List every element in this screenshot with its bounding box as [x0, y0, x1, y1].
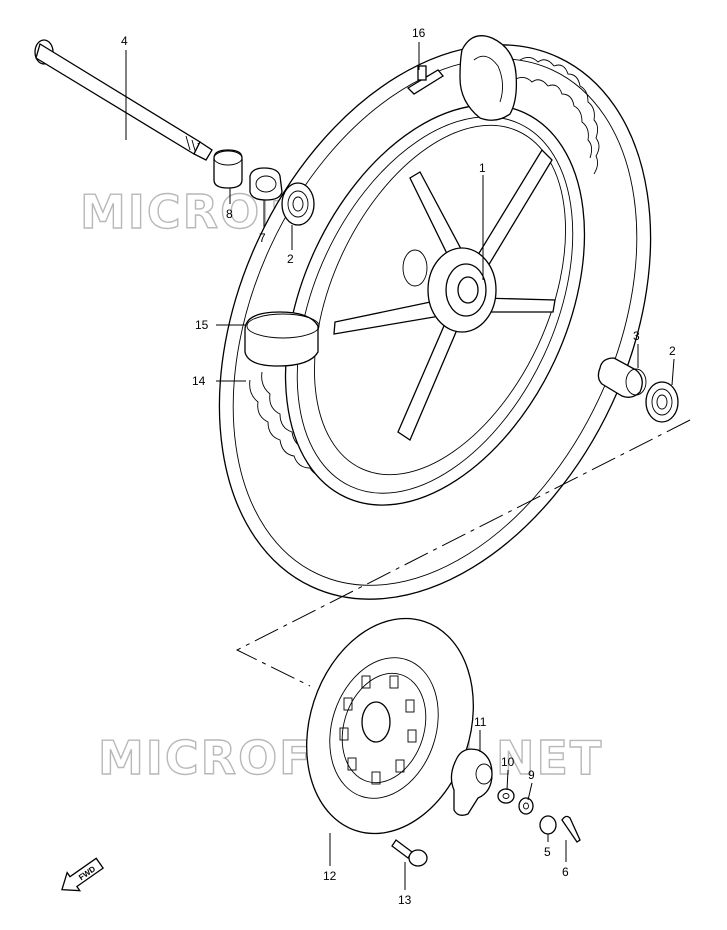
callout-8: 8: [226, 207, 233, 221]
leader-lines: [125, 42, 675, 890]
valve: [406, 65, 444, 95]
washer-10: [497, 788, 515, 804]
callout-7: 7: [259, 231, 266, 245]
spacer-right: [597, 357, 647, 398]
axle-nut: [539, 815, 557, 835]
rim-band-left: [244, 311, 320, 367]
fwd-arrow: FWD: [61, 857, 105, 892]
callout-14: 14: [192, 374, 206, 388]
callout-13: 13: [398, 893, 412, 907]
callout-16: 16: [412, 26, 426, 40]
brake-disc: [306, 617, 474, 835]
callout-15: 15: [195, 318, 209, 332]
callout-4: 4: [121, 34, 128, 48]
callout-6: 6: [562, 865, 569, 879]
bearing-right: [645, 381, 679, 423]
axle: [34, 39, 213, 161]
collar-left: [213, 149, 243, 189]
speedometer-gearbox: [450, 748, 493, 816]
cast-wheel: [284, 104, 586, 506]
callout-2-right: 2: [669, 344, 676, 358]
cotter-pin: [561, 815, 581, 843]
rim-band-right: [459, 35, 518, 121]
callout-3: 3: [633, 329, 640, 343]
assembly-line: [235, 419, 691, 687]
disc-holes: [339, 675, 417, 785]
bearing-left: [281, 182, 315, 226]
callout-1: 1: [479, 161, 486, 175]
callout-9: 9: [528, 768, 535, 782]
wheel-spokes: [333, 148, 556, 441]
callout-11: 11: [474, 715, 487, 729]
callout-12: 12: [323, 869, 337, 883]
callout-10: 10: [501, 755, 515, 769]
callout-2-left: 2: [287, 252, 294, 266]
callout-5: 5: [544, 845, 551, 859]
disc-bolt: [391, 839, 428, 867]
wheel-hub: [402, 247, 497, 333]
oil-seal: [249, 167, 283, 201]
washer-9: [518, 797, 534, 815]
